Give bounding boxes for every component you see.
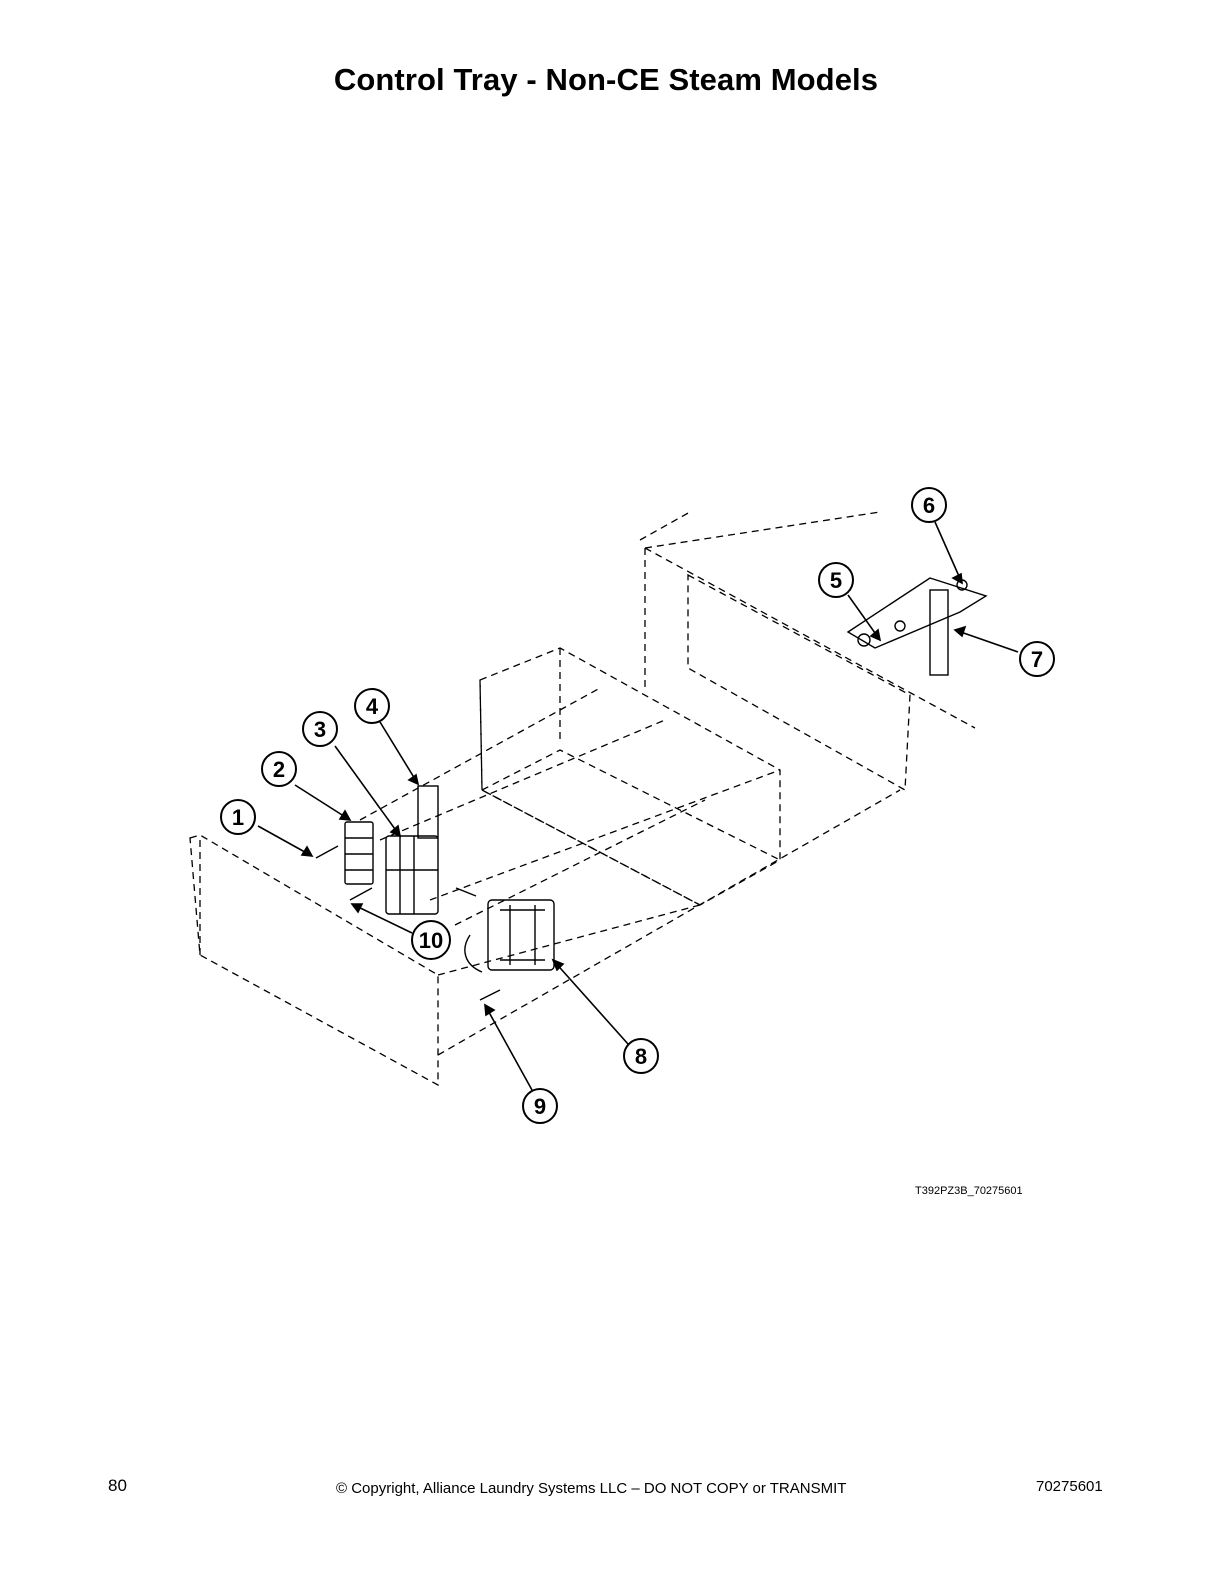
callout-3: 3 xyxy=(302,711,338,747)
svg-text:9: 9 xyxy=(534,1094,546,1119)
copyright-notice: © Copyright, Alliance Laundry Systems LL… xyxy=(336,1480,847,1497)
svg-text:5: 5 xyxy=(830,568,842,593)
callout-9: 9 xyxy=(522,1088,558,1124)
callout-8: 8 xyxy=(623,1038,659,1074)
callout-1: 1 xyxy=(220,799,256,835)
callout-balloons: 1 2 3 4 5 6 7 8 xyxy=(220,487,1055,1124)
figure-id: T392PZ3B_70275601 xyxy=(915,1185,1023,1197)
callout-10: 10 xyxy=(411,920,451,960)
callout-6: 6 xyxy=(911,487,947,523)
svg-text:3: 3 xyxy=(314,717,326,742)
svg-text:6: 6 xyxy=(923,493,935,518)
callout-2: 2 xyxy=(261,751,297,787)
svg-text:7: 7 xyxy=(1031,647,1043,672)
svg-text:1: 1 xyxy=(232,805,244,830)
page-title: Control Tray - Non-CE Steam Models xyxy=(333,62,879,97)
tray-outline xyxy=(189,511,976,1087)
callout-leaders xyxy=(257,521,1019,1091)
callout-7: 7 xyxy=(1019,641,1055,677)
callout-4: 4 xyxy=(354,688,390,724)
callout-5: 5 xyxy=(818,562,854,598)
svg-text:8: 8 xyxy=(635,1044,647,1069)
page-number: 80 xyxy=(108,1476,127,1495)
svg-text:4: 4 xyxy=(366,694,379,719)
document-number: 70275601 xyxy=(1036,1478,1103,1495)
component-parts xyxy=(315,577,988,1001)
svg-text:2: 2 xyxy=(273,757,285,782)
svg-text:10: 10 xyxy=(419,928,443,953)
